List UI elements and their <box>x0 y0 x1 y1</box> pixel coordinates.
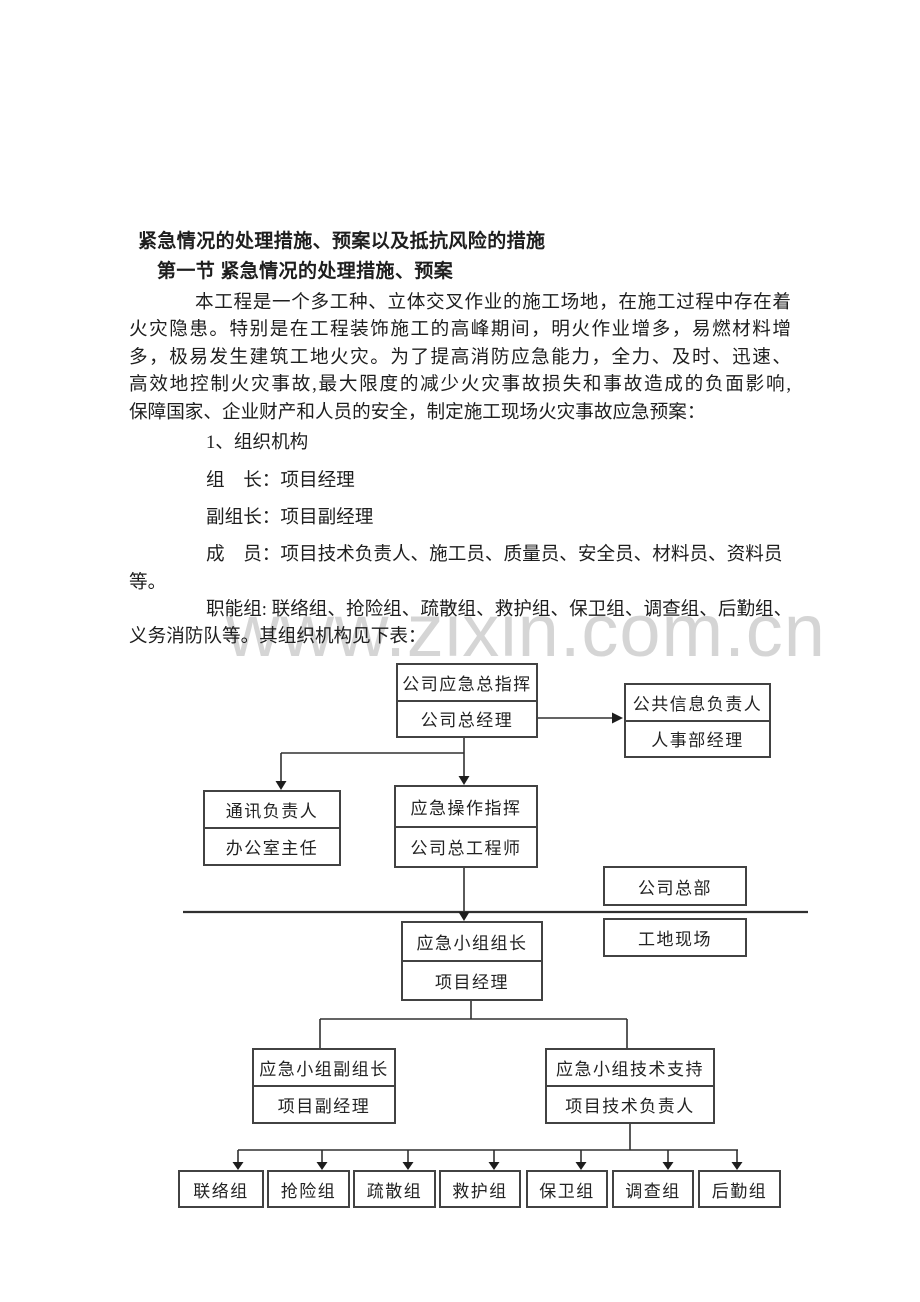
org-box-team-tech: 应急小组技术支持 项目技术负责人 <box>545 1048 715 1124</box>
functional-groups-line2: 义务消防队等。其组织机构见下表： <box>129 626 427 647</box>
org-box-group-investigation: 调查组 <box>612 1170 694 1208</box>
paragraph-line: 保障国家、企业财产和人员的安全，制定施工现场火灾事故应急预案： <box>129 402 706 423</box>
org-structure-item: 1、组织机构 <box>206 432 309 453</box>
org-box-company-hq: 公司总部 <box>603 866 747 906</box>
org-box-role: 应急操作指挥 <box>410 798 522 818</box>
org-box-group-liaison: 联络组 <box>178 1170 264 1208</box>
org-box-label: 疏散组 <box>366 1181 423 1201</box>
org-box-label: 工地现场 <box>638 930 712 949</box>
functional-groups-line1: 职能组: 联络组、抢险组、疏散组、救护组、保卫组、调查组、后勤组、 <box>206 599 793 620</box>
org-box-team-deputy: 应急小组副组长 项目副经理 <box>252 1048 396 1124</box>
org-box-operation-command: 应急操作指挥 公司总工程师 <box>394 785 538 868</box>
document-title: 紧急情况的处理措施、预案以及抵抗风险的措施 <box>138 231 546 252</box>
org-box-group-rescue-risk: 抢险组 <box>267 1170 350 1208</box>
members-item-line2: 等。 <box>129 572 167 593</box>
org-box-public-info: 公共信息负责人 人事部经理 <box>624 683 771 758</box>
org-box-group-medical: 救护组 <box>439 1170 521 1208</box>
org-box-person: 人事部经理 <box>626 719 769 757</box>
org-box-label: 保卫组 <box>539 1181 595 1201</box>
deputy-leader-item: 副组长：项目副经理 <box>206 507 374 528</box>
org-box-person: 公司总经理 <box>398 699 536 737</box>
watermark: www.zixin.com.cn <box>226 589 826 672</box>
org-box-label: 公司总部 <box>638 878 712 898</box>
org-box-label: 救护组 <box>452 1181 508 1201</box>
paragraph-line: 本工程是一个多工种、立体交叉作业的施工场地，在施工过程中存在着 <box>195 292 791 313</box>
members-item-line1: 成 员：项目技术负责人、施工员、质量员、安全员、材料员、资料员 <box>206 544 783 565</box>
org-box-site: 工地现场 <box>603 918 747 957</box>
org-box-label: 调查组 <box>625 1181 681 1201</box>
org-box-group-security: 保卫组 <box>526 1170 608 1208</box>
org-box-role: 应急小组技术支持 <box>556 1060 704 1079</box>
org-box-role: 公司应急总指挥 <box>402 674 532 694</box>
section-heading: 第一节 紧急情况的处理措施、预案 <box>157 261 454 282</box>
org-box-role: 应急小组副组长 <box>259 1060 389 1079</box>
org-box-person: 项目副经理 <box>254 1085 394 1122</box>
org-box-label: 联络组 <box>193 1181 249 1201</box>
org-box-role: 应急小组组长 <box>416 934 528 953</box>
org-box-group-logistics: 后勤组 <box>698 1170 781 1208</box>
org-box-person: 办公室主任 <box>205 827 339 864</box>
leader-item: 组 长：项目经理 <box>206 470 355 491</box>
org-box-label: 后勤组 <box>711 1181 768 1201</box>
org-box-group-evacuation: 疏散组 <box>353 1170 436 1208</box>
org-box-company-commander: 公司应急总指挥 公司总经理 <box>396 663 538 738</box>
org-box-person: 项目技术负责人 <box>547 1085 713 1122</box>
org-box-role: 通讯负责人 <box>225 802 319 821</box>
paragraph-line: 火灾隐患。特别是在工程装饰施工的高峰期间，明火作业增多，易燃材料增 <box>129 319 791 340</box>
org-box-communication: 通讯负责人 办公室主任 <box>203 790 341 866</box>
org-box-person: 项目经理 <box>403 960 541 999</box>
org-box-label: 抢险组 <box>280 1181 337 1201</box>
paragraph-line: 高效地控制火灾事故,最大限度的减少火灾事故损失和事故造成的负面影响, <box>129 374 791 395</box>
org-box-role: 公共信息负责人 <box>632 694 763 714</box>
org-box-person: 公司总工程师 <box>396 825 536 867</box>
org-box-team-leader: 应急小组组长 项目经理 <box>401 921 543 1001</box>
paragraph-line: 多，极易发生建筑工地火灾。为了提高消防应急能力，全力、及时、迅速、 <box>129 347 791 368</box>
